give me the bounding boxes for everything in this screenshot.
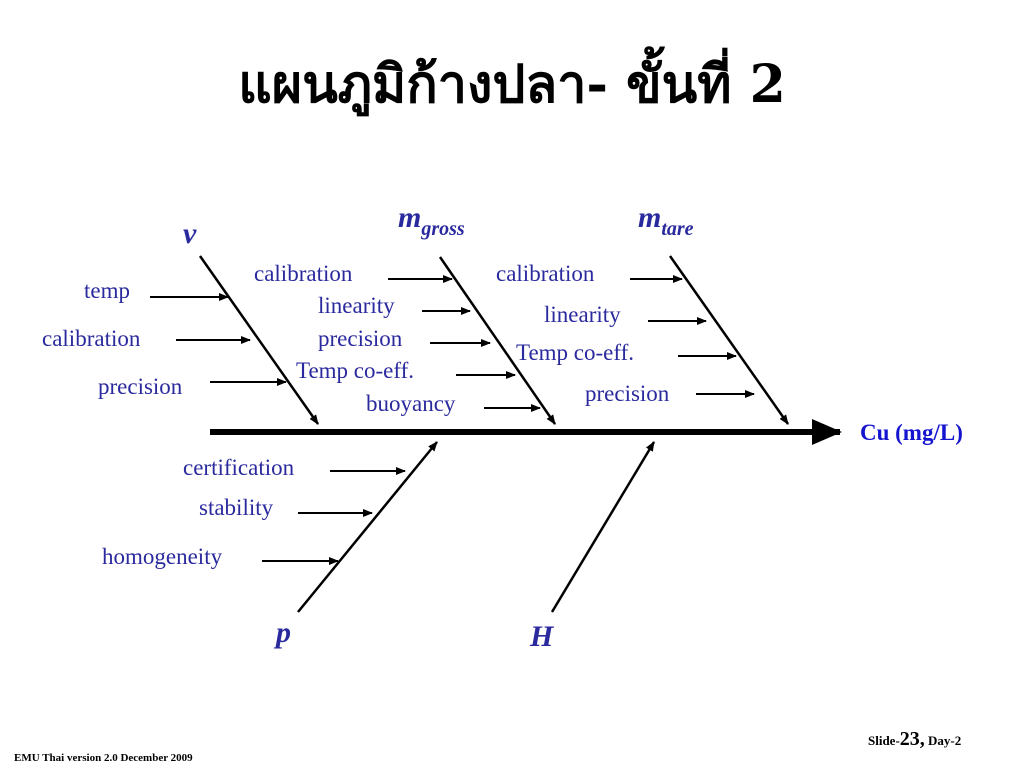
- effect-label: Cu (mg/L): [860, 420, 963, 445]
- category-label-v: v: [183, 217, 197, 250]
- cause-label-mt-tempcoeff: Temp co-eff.: [516, 340, 635, 365]
- cause-label-v-calibration: calibration: [42, 326, 141, 351]
- category-label-p: p: [276, 616, 291, 649]
- bone-m-gross: [438, 256, 557, 425]
- cause-label-mt-precision: precision: [585, 381, 670, 406]
- cause-label-mt-calibration: calibration: [496, 261, 595, 286]
- cause-label-mg-buoyancy: buoyancy: [366, 391, 456, 416]
- cause-label-v-temp: temp: [84, 278, 130, 303]
- footer-slide-info: Slide-23, Day-2: [868, 728, 961, 751]
- footer-slide-prefix: Slide-: [868, 733, 900, 748]
- cause-label-mg-tempcoeff: Temp co-eff.: [296, 358, 415, 383]
- category-label-m-gross: mgross: [398, 201, 465, 240]
- cause-label-p-certification: certification: [183, 455, 295, 480]
- cause-label-mg-calibration: calibration: [254, 261, 353, 286]
- bone-m-tare: [668, 255, 790, 425]
- cause-label-mt-linearity: linearity: [544, 302, 621, 327]
- page-title: แผนภูมิก้างปลา- ขั้นที่ 2: [238, 54, 786, 115]
- category-label-h: H: [530, 620, 554, 653]
- footer-day: Day-2: [928, 733, 962, 748]
- cause-label-mg-precision: precision: [318, 326, 403, 351]
- cause-label-p-homogeneity: homogeneity: [102, 544, 223, 569]
- bone-h: [550, 441, 656, 613]
- footer-version: EMU Thai version 2.0 December 2009: [14, 752, 193, 764]
- footer-slide-number: 23,: [899, 728, 925, 750]
- bone-p: [297, 441, 438, 613]
- cause-label-p-stability: stability: [199, 495, 274, 520]
- bone-v: [198, 255, 320, 425]
- cause-label-v-precision: precision: [98, 374, 183, 399]
- category-label-m-tare: mtare: [638, 201, 694, 240]
- cause-label-mg-linearity: linearity: [318, 293, 395, 318]
